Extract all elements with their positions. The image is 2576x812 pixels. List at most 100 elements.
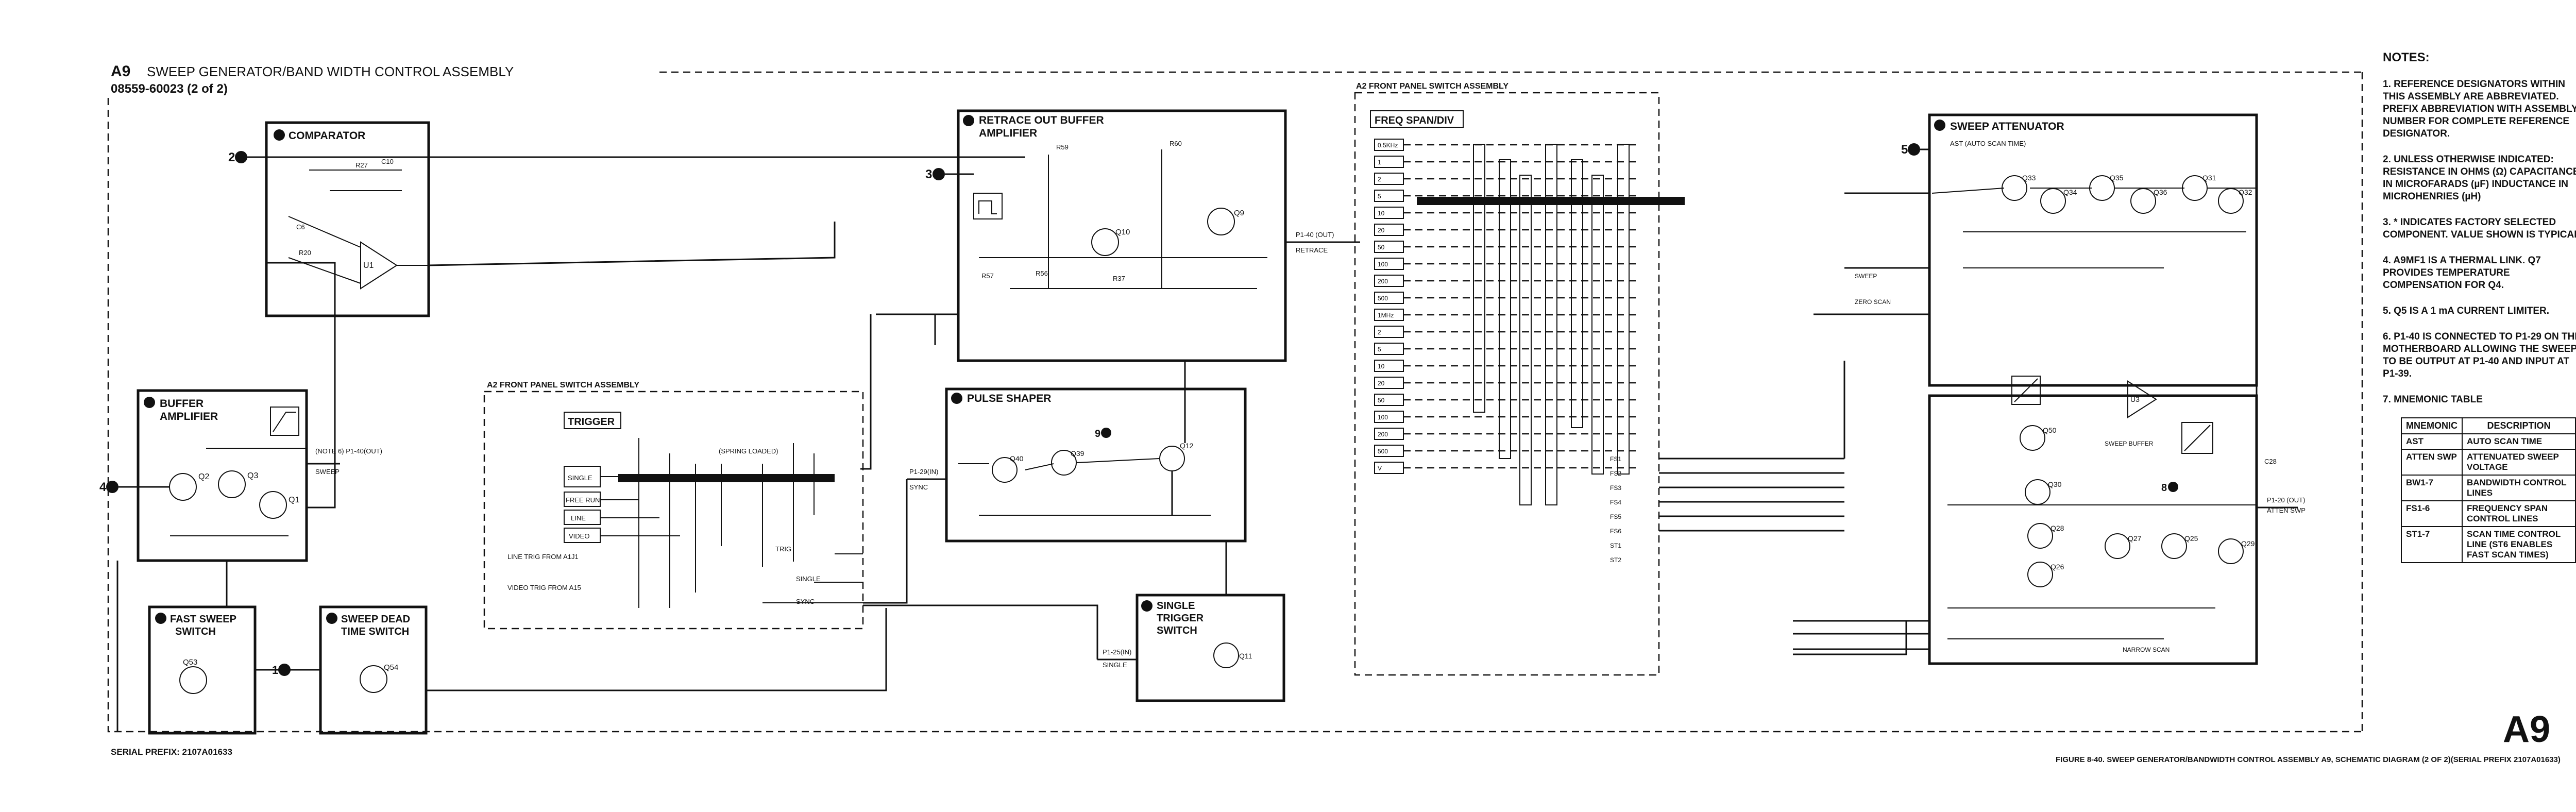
svg-text:Q2: Q2 xyxy=(198,472,209,481)
span-position-label: 1 xyxy=(1378,159,1381,166)
span-position-label: 5 xyxy=(1378,193,1381,200)
single-trigger-switch-block: SINGLE TRIGGER SWITCH Q11 xyxy=(1136,594,1285,702)
svg-text:SWEEP DEAD: SWEEP DEAD xyxy=(341,614,410,625)
note-item: 7. MNEMONIC TABLE xyxy=(2383,394,2483,405)
span-position-label: 20 xyxy=(1378,227,1385,234)
span-position-label: 2 xyxy=(1378,329,1381,336)
svg-text:Q32: Q32 xyxy=(2239,188,2252,196)
comparator-block: COMPARATOR U1 R27 C10 C6 R20 xyxy=(265,121,430,317)
svg-text:BUFFER: BUFFER xyxy=(160,398,204,410)
span-position-label: 500 xyxy=(1378,295,1388,302)
svg-text:C28: C28 xyxy=(2264,458,2277,465)
assembly-title: SWEEP GENERATOR/BAND WIDTH CONTROL ASSEM… xyxy=(147,64,514,79)
table-cell: SCAN TIME CONTROL LINE (ST6 ENABLES FAST… xyxy=(2462,526,2576,563)
table-cell: FS1-6 xyxy=(2401,500,2463,527)
svg-text:ATTEN SWP: ATTEN SWP xyxy=(2267,506,2306,514)
note-item: 6. P1-40 IS CONNECTED TO P1-29 ON THE MO… xyxy=(2383,331,2576,379)
table-cell: ATTEN SWP xyxy=(2401,449,2463,476)
svg-text:TRIG: TRIG xyxy=(775,545,791,553)
svg-text:ZERO SCAN: ZERO SCAN xyxy=(1855,298,1891,306)
svg-text:Q40: Q40 xyxy=(1010,454,1024,463)
svg-text:LINE: LINE xyxy=(571,514,586,522)
serial-prefix: SERIAL PREFIX: 2107A01633 xyxy=(111,747,232,757)
svg-text:R20: R20 xyxy=(299,249,311,257)
fs-line-label: FS6 xyxy=(1610,528,1621,535)
svg-text:SINGLE: SINGLE xyxy=(1157,600,1195,612)
svg-text:P1-20 (OUT): P1-20 (OUT) xyxy=(2267,496,2305,504)
svg-text:Q28: Q28 xyxy=(2050,524,2064,532)
span-position-label: V xyxy=(1378,465,1382,472)
table-cell: BANDWIDTH CONTROL LINES xyxy=(2462,475,2576,501)
svg-text:SYNC: SYNC xyxy=(796,598,815,605)
svg-text:Q39: Q39 xyxy=(1071,449,1084,458)
u3-opamp xyxy=(2127,380,2157,418)
svg-text:Q29: Q29 xyxy=(2241,539,2255,548)
svg-text:SWEEP BUFFER: SWEEP BUFFER xyxy=(2105,440,2154,447)
svg-text:Q27: Q27 xyxy=(2128,534,2142,543)
contact-column xyxy=(1571,159,1583,428)
svg-text:VIDEO TRIG FROM A15: VIDEO TRIG FROM A15 xyxy=(507,584,581,591)
table-cell: ST1-7 xyxy=(2401,526,2463,563)
svg-text:Q35: Q35 xyxy=(2110,174,2124,182)
fs-line-label: FS3 xyxy=(1610,484,1621,492)
table-header-row: MNEMONIC DESCRIPTION xyxy=(2401,417,2576,434)
svg-text:C6: C6 xyxy=(296,223,305,231)
table-header-cell: MNEMONIC xyxy=(2401,417,2463,434)
table-cell: ATTENUATED SWEEP VOLTAGE xyxy=(2462,449,2576,476)
table-row: AST AUTO SCAN TIME xyxy=(2401,433,2576,450)
svg-text:FREE RUN: FREE RUN xyxy=(566,496,600,504)
assembly-id: A9 xyxy=(111,63,130,80)
svg-text:SYNC: SYNC xyxy=(909,483,928,491)
svg-text:SINGLE: SINGLE xyxy=(568,474,592,482)
note-item: 3. * INDICATES FACTORY SELECTED COMPONEN… xyxy=(2383,217,2576,240)
svg-text:3: 3 xyxy=(925,167,932,181)
u1-opamp xyxy=(360,241,398,290)
svg-text:FREQ SPAN/DIV: FREQ SPAN/DIV xyxy=(1375,115,1454,126)
svg-text:A2 FRONT PANEL SWITCH ASSEMBLY: A2 FRONT PANEL SWITCH ASSEMBLY xyxy=(487,381,639,390)
span-position-label: 100 xyxy=(1378,414,1388,421)
svg-text:LINE TRIG FROM A1J1: LINE TRIG FROM A1J1 xyxy=(507,553,579,561)
svg-text:FAST SWEEP: FAST SWEEP xyxy=(170,614,236,625)
table-header-cell: DESCRIPTION xyxy=(2462,417,2576,434)
note-item: 2. UNLESS OTHERWISE INDICATED: RESISTANC… xyxy=(2383,154,2576,202)
svg-text:R57: R57 xyxy=(981,272,994,280)
svg-text:Q25: Q25 xyxy=(2184,534,2198,543)
mnemonic-table: MNEMONIC DESCRIPTION AST AUTO SCAN TIME … xyxy=(2401,417,2576,563)
buffer-amplifier-block: BUFFER AMPLIFIER Q2 Q3 Q1 xyxy=(137,389,308,562)
svg-text:R27: R27 xyxy=(355,161,368,169)
svg-text:R56: R56 xyxy=(1036,269,1048,277)
figure-caption: FIGURE 8-40. SWEEP GENERATOR/BANDWIDTH C… xyxy=(2056,755,2561,764)
note-item: 4. A9MF1 IS A THERMAL LINK. Q7 PROVIDES … xyxy=(2383,255,2541,291)
svg-text:PULSE SHAPER: PULSE SHAPER xyxy=(967,393,1051,404)
fs-line-label: ST2 xyxy=(1610,556,1621,564)
span-position-label: 5 xyxy=(1378,346,1381,353)
svg-text:P1-25(IN): P1-25(IN) xyxy=(1103,648,1131,656)
span-position-label: 10 xyxy=(1378,210,1385,217)
svg-text:R60: R60 xyxy=(1170,140,1182,147)
svg-text:2: 2 xyxy=(228,150,235,164)
svg-text:(NOTE 6) P1-40(OUT): (NOTE 6) P1-40(OUT) xyxy=(315,447,382,455)
contact-column xyxy=(1473,144,1485,413)
table-cell: BW1-7 xyxy=(2401,475,2463,501)
table-cell: AST xyxy=(2401,433,2463,450)
fast-sweep-switch-block: FAST SWEEP SWITCH Q53 xyxy=(148,605,257,735)
span-position-label: 2 xyxy=(1378,176,1381,183)
contact-column xyxy=(1499,159,1511,459)
svg-text:U1: U1 xyxy=(363,261,374,270)
svg-text:Q54: Q54 xyxy=(384,663,398,672)
table-cell: FREQUENCY SPAN CONTROL LINES xyxy=(2462,500,2576,527)
svg-text:SINGLE: SINGLE xyxy=(796,575,821,583)
fs-line-label: ST1 xyxy=(1610,542,1621,549)
svg-text:9: 9 xyxy=(1095,428,1100,439)
svg-text:SWITCH: SWITCH xyxy=(1157,625,1197,636)
table-row: BW1-7 BANDWIDTH CONTROL LINES xyxy=(2401,475,2576,501)
svg-text:A2 FRONT PANEL SWITCH ASSEMBLY: A2 FRONT PANEL SWITCH ASSEMBLY xyxy=(1356,82,1509,91)
note-item: 1. REFERENCE DESIGNATORS WITHIN THIS ASS… xyxy=(2383,79,2576,139)
svg-text:TIME SWITCH: TIME SWITCH xyxy=(341,626,409,637)
svg-text:C10: C10 xyxy=(381,158,394,165)
fs-line-label: FS4 xyxy=(1610,499,1621,506)
svg-text:Q9: Q9 xyxy=(1234,209,1244,217)
svg-text:5: 5 xyxy=(1901,143,1908,157)
svg-text:Q34: Q34 xyxy=(2063,188,2077,196)
